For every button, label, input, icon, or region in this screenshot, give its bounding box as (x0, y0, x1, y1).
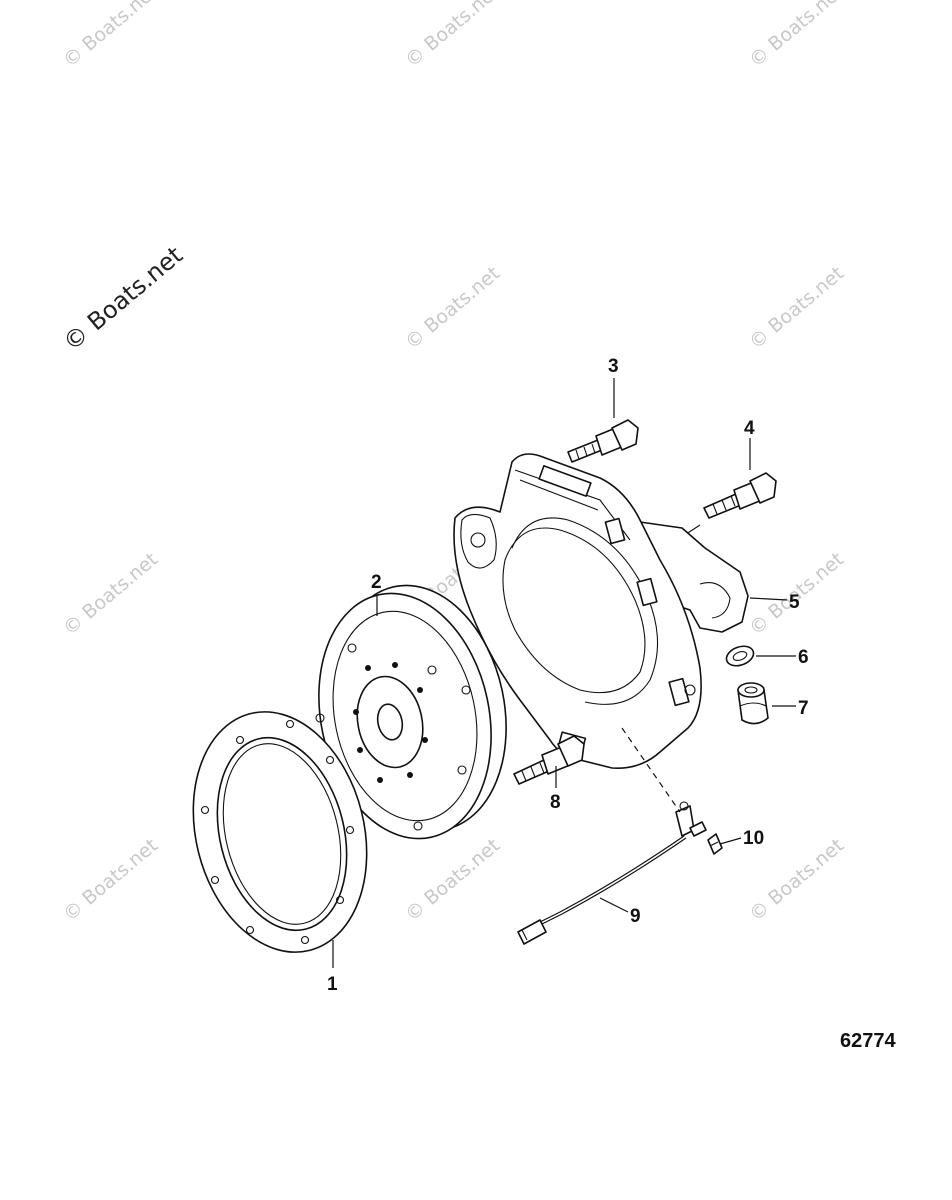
watermark: © Boats.net (745, 0, 848, 72)
bolt-3 (567, 419, 639, 463)
callout-8: 8 (550, 792, 561, 813)
figure-number: 62774 (840, 1030, 896, 1052)
watermark: © Boats.net (401, 262, 504, 353)
callout-6: 6 (798, 647, 809, 668)
flywheel-housing (453, 453, 749, 769)
washer-6 (725, 645, 755, 667)
watermark: © Boats.net (59, 834, 162, 925)
callout-labels: 1 2 3 4 5 6 7 8 9 10 (327, 356, 809, 995)
watermark: © Boats.net (745, 262, 848, 353)
adapter-plate (192, 711, 368, 953)
bolt-4 (703, 472, 777, 519)
callout-3: 3 (608, 356, 619, 377)
mount-7 (737, 682, 769, 725)
callout-9: 9 (630, 906, 641, 927)
callout-10: 10 (743, 828, 764, 849)
sensor-9 (517, 801, 707, 945)
callout-1: 1 (327, 974, 338, 995)
bolt-8 (513, 735, 585, 785)
callout-2: 2 (371, 572, 382, 593)
watermark: © Boats.net (401, 0, 504, 72)
watermark: © Boats.net (59, 548, 162, 639)
flywheel (315, 584, 507, 840)
screw-10 (707, 833, 723, 855)
callout-7: 7 (798, 698, 809, 719)
callout-5: 5 (789, 592, 800, 613)
callout-4: 4 (744, 418, 755, 439)
watermark-large: © Boats.net (58, 241, 188, 357)
watermark: © Boats.net (59, 0, 162, 72)
leader-lines (332, 378, 796, 968)
watermark: © Boats.net (401, 834, 504, 925)
